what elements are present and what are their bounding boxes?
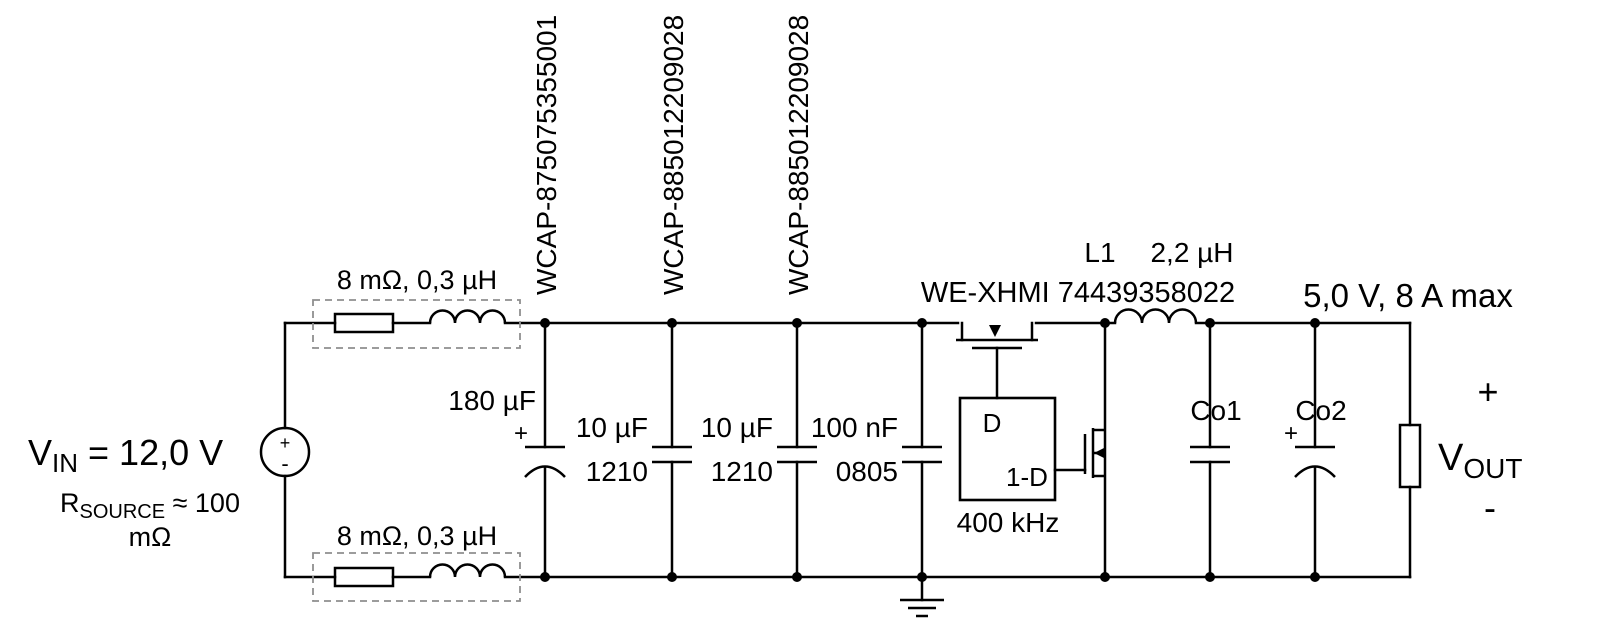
mlcc1-value: 10 µF	[576, 412, 648, 443]
bottom-rail-wires	[283, 474, 1412, 579]
inductor-part-label: WE-XHMI 74439358022	[921, 277, 1235, 309]
voltage-source-circle	[259, 426, 311, 478]
vout-label: VOUT	[1438, 437, 1522, 484]
mlcc2-capacitor: 10 µF 1210 WCAP-885012209028	[701, 15, 817, 579]
pwm-block: D 1-D 400 kHz	[957, 396, 1060, 538]
parasitic-top-box	[312, 299, 521, 349]
high-side-mosfet	[956, 321, 1038, 400]
rsource-prefix: R	[60, 488, 80, 518]
vin-prefix: V	[28, 432, 52, 473]
source-minus-sign: -	[281, 451, 288, 476]
rsource-unit: mΩ	[129, 522, 172, 552]
parasitic-bottom-resistor	[333, 566, 395, 588]
bulk-cap-part-number: WCAP-875075355001	[531, 15, 562, 295]
vout-subscript: OUT	[1463, 453, 1522, 484]
vout-plus-sign: +	[1477, 371, 1498, 412]
output-rating-label: 5,0 V, 8 A max	[1303, 277, 1513, 314]
co2-plus-sign: +	[1284, 420, 1298, 447]
co2-label: Co2	[1295, 395, 1346, 426]
bulk-cap-plus-sign: +	[514, 420, 528, 447]
mlcc1-part-number: WCAP-885012209028	[658, 15, 689, 295]
mlcc2-part-number: WCAP-885012209028	[783, 15, 814, 295]
output-inductor-coil	[1113, 308, 1198, 324]
junction-dots	[540, 318, 1320, 582]
mlcc1-package: 1210	[586, 456, 648, 487]
low-side-arrow	[1094, 448, 1104, 458]
pwm-duty-low-label: 1-D	[1006, 462, 1048, 492]
mlcc2-package: 1210	[711, 456, 773, 487]
co1-label: Co1	[1190, 395, 1241, 426]
pwm-duty-high-label: D	[983, 408, 1002, 438]
rsource-label: RSOURCE ≈ 100	[60, 488, 240, 523]
inductor-ref-label: L1	[1084, 237, 1115, 268]
parasitic-top-inductor	[428, 309, 507, 324]
vin-value: = 12,0 V	[78, 432, 223, 473]
ground-symbol	[900, 575, 944, 618]
hf-cap-value: 100 nF	[811, 412, 898, 443]
hf-cap-package: 0805	[836, 456, 898, 487]
vin-label: VIN = 12,0 V	[28, 432, 223, 478]
source-plus-sign: +	[280, 433, 291, 453]
high-side-arrow	[989, 325, 1001, 337]
voltage-source: + -	[259, 426, 311, 478]
low-side-mosfet	[1053, 321, 1107, 579]
bulk-cap-value: 180 µF	[448, 385, 536, 416]
output-inductor: L1 2,2 µH WE-XHMI 74439358022	[921, 237, 1235, 324]
vout-prefix: V	[1438, 437, 1464, 479]
parasitic-bottom-inductor	[428, 563, 507, 578]
inductor-value-label: 2,2 µH	[1150, 237, 1233, 268]
parasitic-bottom-box	[312, 552, 521, 602]
rsource-subscript: SOURCE	[80, 501, 166, 523]
load-resistor	[1398, 423, 1422, 489]
output-cap2: + Co2	[1284, 321, 1347, 579]
switching-frequency-label: 400 kHz	[957, 507, 1060, 538]
hf-capacitor: 100 nF 0805	[811, 321, 942, 579]
parasitic-top: 8 mΩ, 0,3 µH	[312, 265, 521, 349]
mlcc2-value: 10 µF	[701, 412, 773, 443]
bulk-capacitor: + 180 µF WCAP-875075355001	[448, 15, 566, 579]
top-rail-wires	[283, 321, 1412, 430]
output-cap1: Co1	[1190, 321, 1242, 579]
vin-subscript: IN	[52, 448, 78, 478]
mlcc1-capacitor: 10 µF 1210 WCAP-885012209028	[576, 15, 692, 579]
parasitic-bottom: 8 mΩ, 0,3 µH	[312, 521, 521, 602]
parasitic-top-label: 8 mΩ, 0,3 µH	[337, 265, 497, 295]
vout-minus-sign: -	[1484, 487, 1496, 528]
rsource-value: ≈ 100	[165, 488, 240, 518]
parasitic-bottom-label: 8 mΩ, 0,3 µH	[337, 521, 497, 551]
parasitic-top-resistor	[333, 312, 395, 334]
load-resistor-body	[1398, 423, 1422, 489]
pwm-block-rect	[958, 396, 1057, 502]
